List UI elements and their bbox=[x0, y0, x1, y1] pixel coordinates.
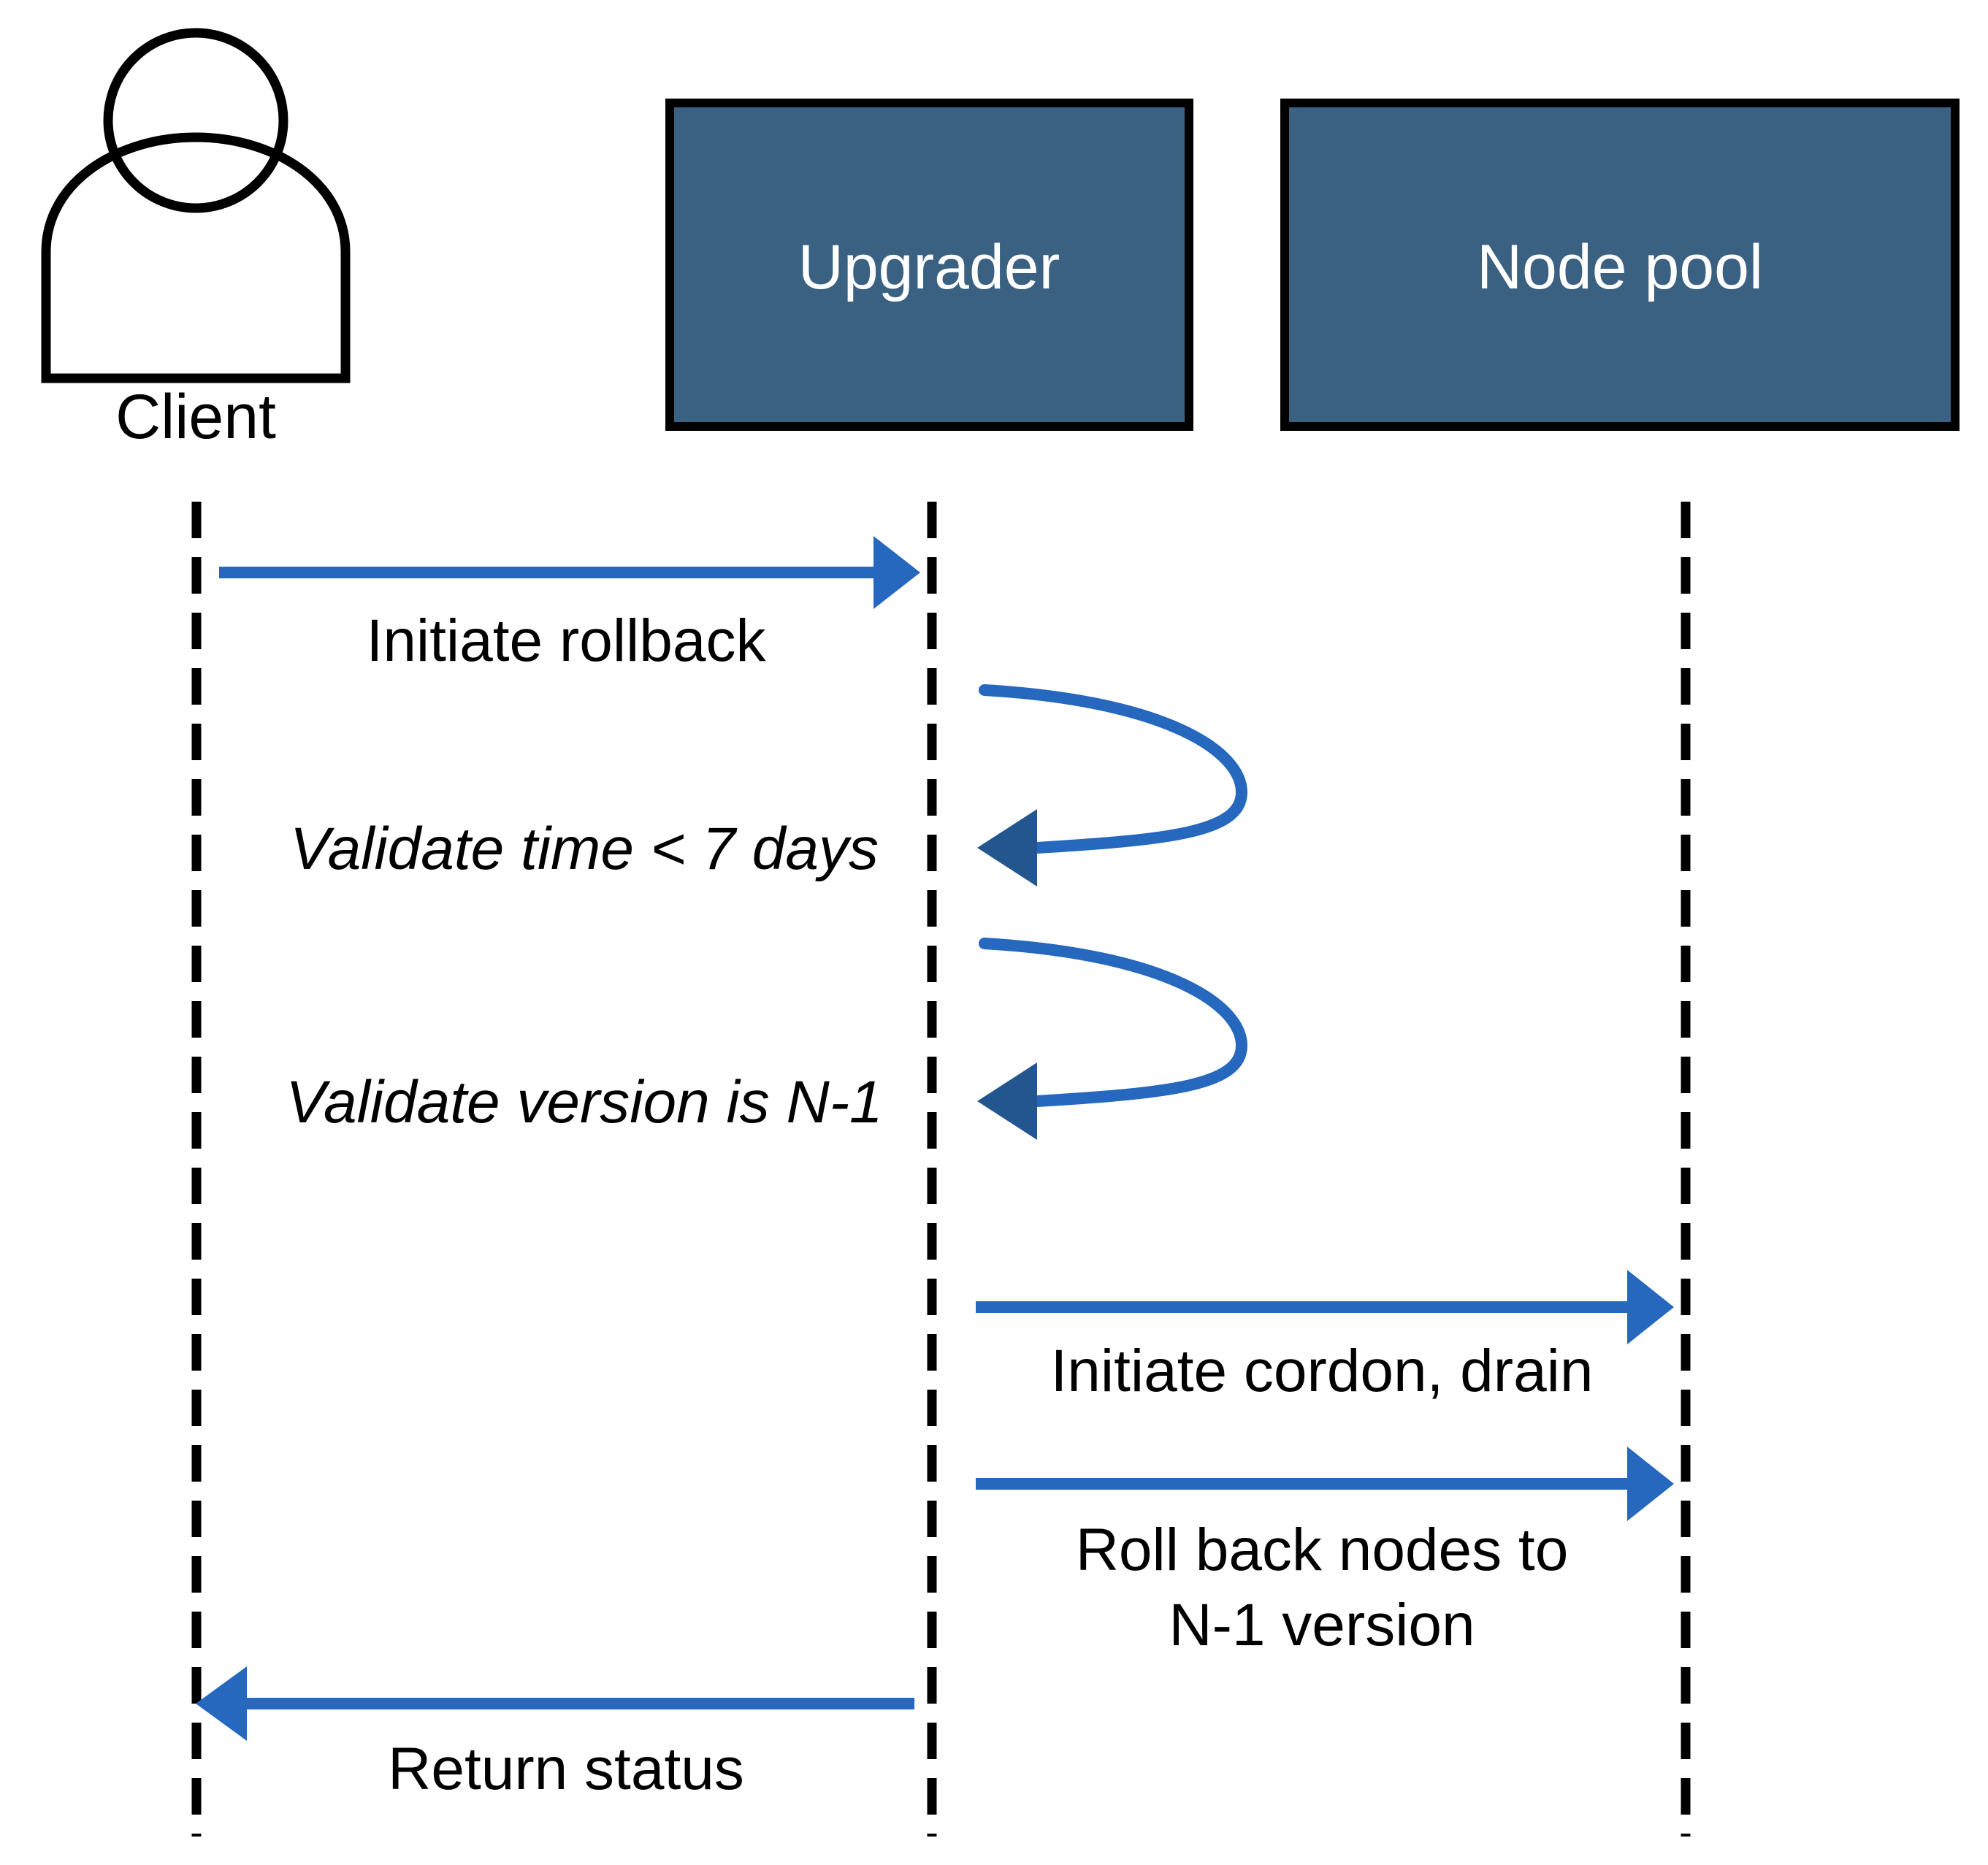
message-6-arrowhead-left bbox=[196, 1666, 247, 1741]
message-2-label: Validate time < 7 days bbox=[290, 816, 879, 882]
message-2-arrowhead-left bbox=[977, 809, 1037, 886]
message-roll-back-nodes[interactable] bbox=[976, 1447, 1674, 1521]
message-3-arrowhead-left bbox=[977, 1062, 1037, 1140]
actor-head-icon bbox=[103, 28, 288, 213]
message-3-selfloop-curve bbox=[979, 938, 1248, 1107]
participant-nodepool[interactable]: Node pool bbox=[1280, 99, 1960, 431]
actor-body-icon bbox=[41, 132, 351, 383]
message-initiate-rollback[interactable] bbox=[219, 536, 920, 609]
message-validate-version[interactable] bbox=[977, 938, 1248, 1140]
message-4-label: Initiate cordon, drain bbox=[1050, 1338, 1593, 1404]
participant-upgrader-box bbox=[665, 99, 1193, 431]
message-initiate-cordon-drain[interactable] bbox=[976, 1270, 1674, 1344]
message-return-status[interactable] bbox=[196, 1666, 914, 1741]
message-5-label-line2: N-1 version bbox=[1169, 1592, 1475, 1658]
participant-upgrader-label: Upgrader bbox=[798, 232, 1060, 302]
participant-upgrader[interactable]: Upgrader bbox=[665, 99, 1193, 431]
participant-client[interactable] bbox=[41, 28, 351, 383]
message-1-label: Initiate rollback bbox=[367, 608, 767, 674]
message-4-arrowhead-right bbox=[1627, 1270, 1674, 1344]
participant-nodepool-label: Node pool bbox=[1477, 232, 1763, 302]
message-5-label-line1: Roll back nodes to bbox=[1076, 1517, 1569, 1583]
message-5-arrowhead-right bbox=[1627, 1447, 1674, 1521]
message-validate-time[interactable] bbox=[977, 684, 1248, 886]
message-2-selfloop-curve bbox=[979, 684, 1248, 854]
message-1-arrowhead-right bbox=[873, 536, 920, 609]
message-6-label: Return status bbox=[388, 1736, 744, 1802]
participant-client-label: Client bbox=[115, 382, 276, 452]
participant-nodepool-box bbox=[1280, 99, 1960, 431]
message-3-label: Validate version is N-1 bbox=[286, 1069, 882, 1136]
